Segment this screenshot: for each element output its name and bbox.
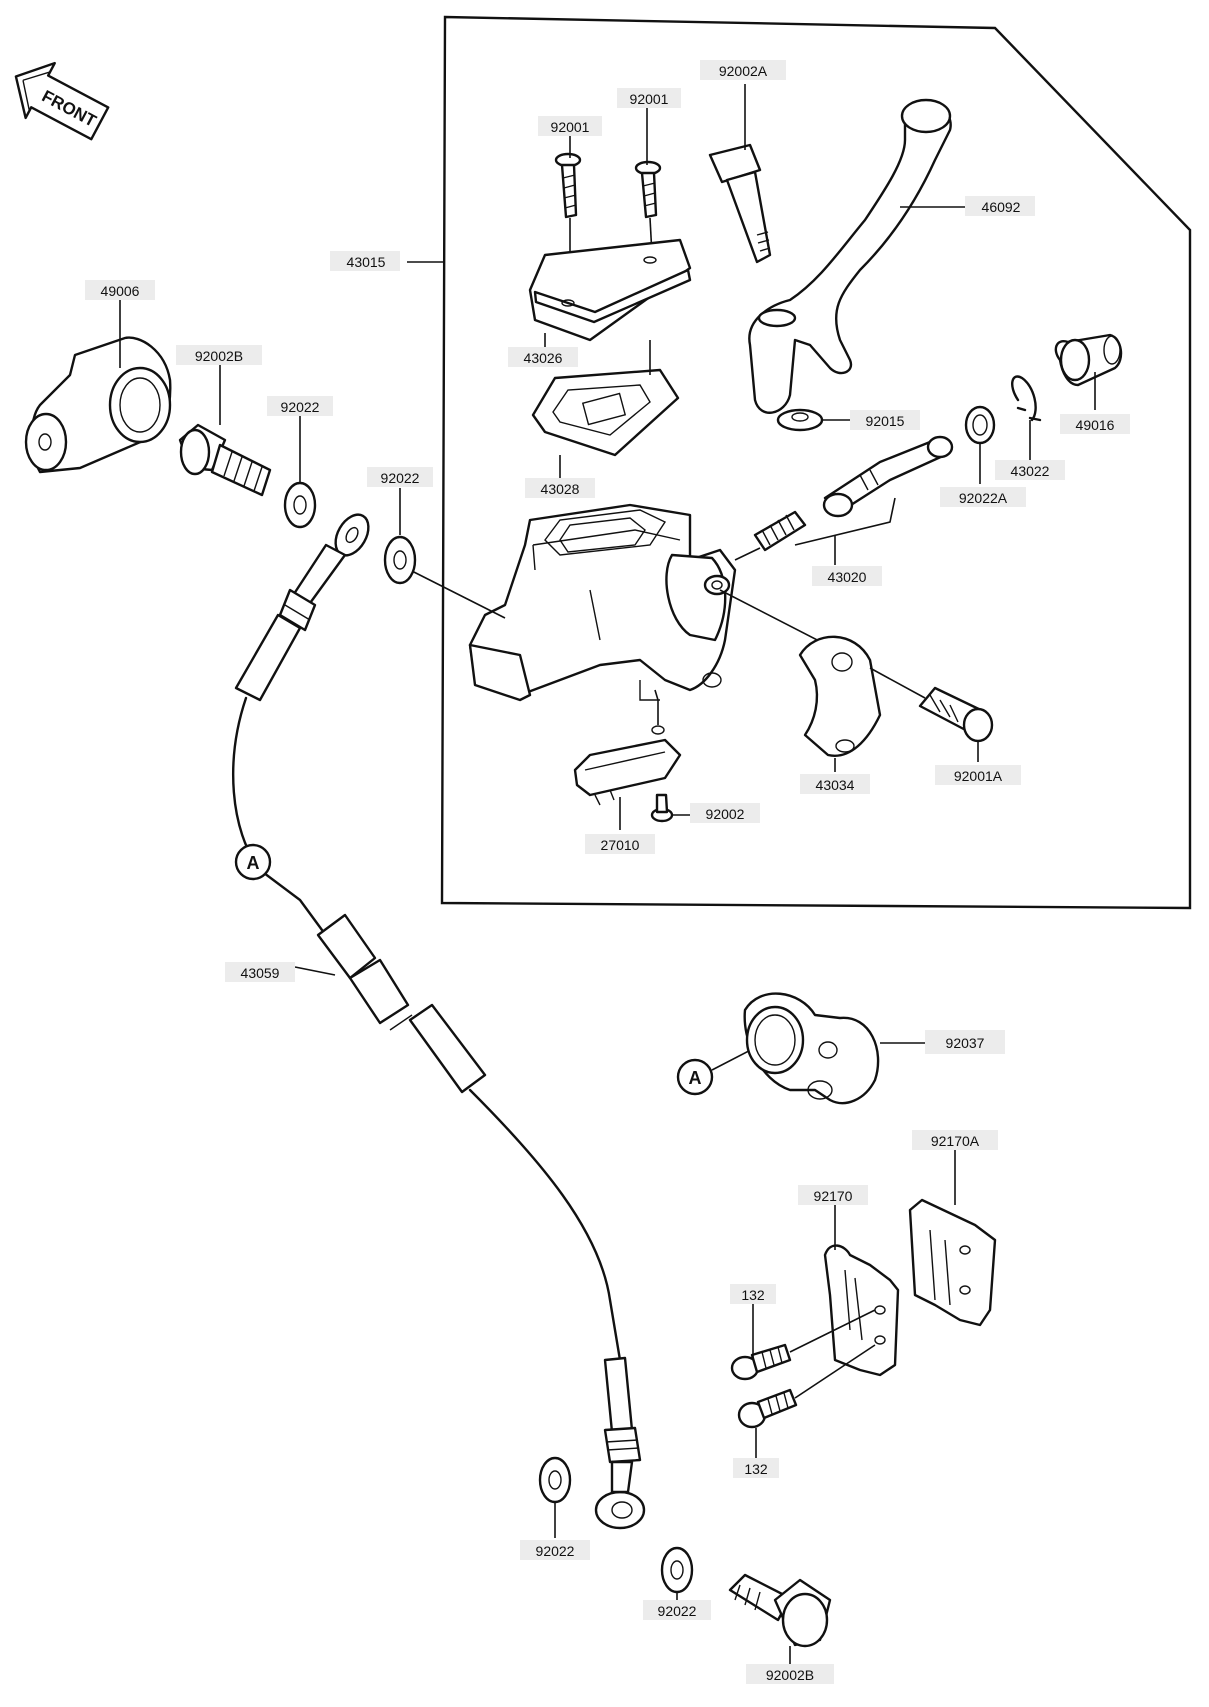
label-92022A: 92022A bbox=[959, 490, 1008, 506]
callout-a-on-clamp: A bbox=[676, 1058, 714, 1096]
clamp-bolt-part bbox=[918, 686, 994, 743]
circlip-part bbox=[1011, 375, 1042, 422]
crush-washer-d-part bbox=[660, 1546, 694, 1594]
label-92002A: 92002A bbox=[719, 63, 768, 79]
cap-screw-right-part bbox=[634, 160, 662, 219]
dust-boot-part bbox=[1054, 333, 1123, 387]
label-43059: 43059 bbox=[241, 965, 280, 981]
hose-clamp-part bbox=[743, 992, 880, 1105]
reservoir-cap-part bbox=[528, 238, 692, 342]
label-46092: 46092 bbox=[982, 199, 1021, 215]
label-92022-d: 92022 bbox=[658, 1603, 697, 1619]
brake-hose-part bbox=[232, 513, 646, 1530]
label-92015: 92015 bbox=[866, 413, 905, 429]
pivot-bolt-part bbox=[708, 143, 772, 264]
crush-washer-b-part bbox=[383, 535, 417, 585]
banjo-bolt-top-part bbox=[178, 423, 272, 497]
label-92001-left: 92001 bbox=[551, 119, 590, 135]
label-92022-a: 92022 bbox=[281, 399, 320, 415]
switch-screw-part bbox=[650, 793, 690, 823]
label-43034: 43034 bbox=[816, 777, 855, 793]
label-92022-b: 92022 bbox=[381, 470, 420, 486]
brake-switch-part bbox=[573, 689, 682, 806]
assembly-outline bbox=[440, 15, 1192, 910]
label-27010: 27010 bbox=[601, 837, 640, 853]
label-92001-right: 92001 bbox=[630, 91, 669, 107]
front-arrow-icon: FRONT bbox=[14, 61, 110, 141]
label-43020: 43020 bbox=[828, 569, 867, 585]
crush-washer-a-part bbox=[283, 481, 317, 529]
guide-bolt-bottom-part bbox=[737, 1388, 798, 1429]
handlebar-clamp-part bbox=[798, 635, 882, 757]
piston-assembly-part bbox=[753, 435, 954, 552]
label-92170: 92170 bbox=[814, 1188, 853, 1204]
label-92001A: 92001A bbox=[954, 768, 1003, 784]
label-92002B-top: 92002B bbox=[195, 348, 243, 364]
label-43028: 43028 bbox=[541, 481, 580, 497]
label-132-bottom: 132 bbox=[744, 1461, 768, 1477]
callout-a-letter-hose: A bbox=[247, 853, 260, 873]
callout-a-on-hose: A bbox=[234, 843, 272, 881]
part-labels: 92002A 92001 92001 43015 46092 49006 920… bbox=[85, 60, 1130, 1684]
label-92022-c: 92022 bbox=[536, 1543, 575, 1559]
label-49006: 49006 bbox=[101, 283, 140, 299]
label-132-top: 132 bbox=[741, 1287, 765, 1303]
label-92170A: 92170A bbox=[931, 1133, 980, 1149]
label-43022: 43022 bbox=[1011, 463, 1050, 479]
diaphragm-part bbox=[531, 340, 680, 457]
label-49016: 49016 bbox=[1076, 417, 1115, 433]
hose-guide-part bbox=[823, 1244, 900, 1377]
seal-washer-part bbox=[964, 405, 996, 445]
label-92037: 92037 bbox=[946, 1035, 985, 1051]
brake-lever-part bbox=[748, 98, 952, 414]
label-92002B-bottom: 92002B bbox=[766, 1667, 814, 1683]
label-92002: 92002 bbox=[706, 806, 745, 822]
cap-screw-left-part bbox=[554, 152, 582, 219]
guide-bolt-top-part bbox=[730, 1343, 792, 1381]
hose-guide-a-part bbox=[908, 1198, 997, 1327]
master-cylinder-body-part bbox=[468, 503, 737, 702]
crush-washer-c-part bbox=[538, 1456, 572, 1504]
banjo-bolt-bottom-part bbox=[728, 1573, 832, 1648]
callout-a-letter-clamp: A bbox=[689, 1068, 702, 1088]
label-43015: 43015 bbox=[347, 254, 386, 270]
banjo-adapter-part bbox=[24, 336, 172, 474]
label-43026: 43026 bbox=[524, 350, 563, 366]
